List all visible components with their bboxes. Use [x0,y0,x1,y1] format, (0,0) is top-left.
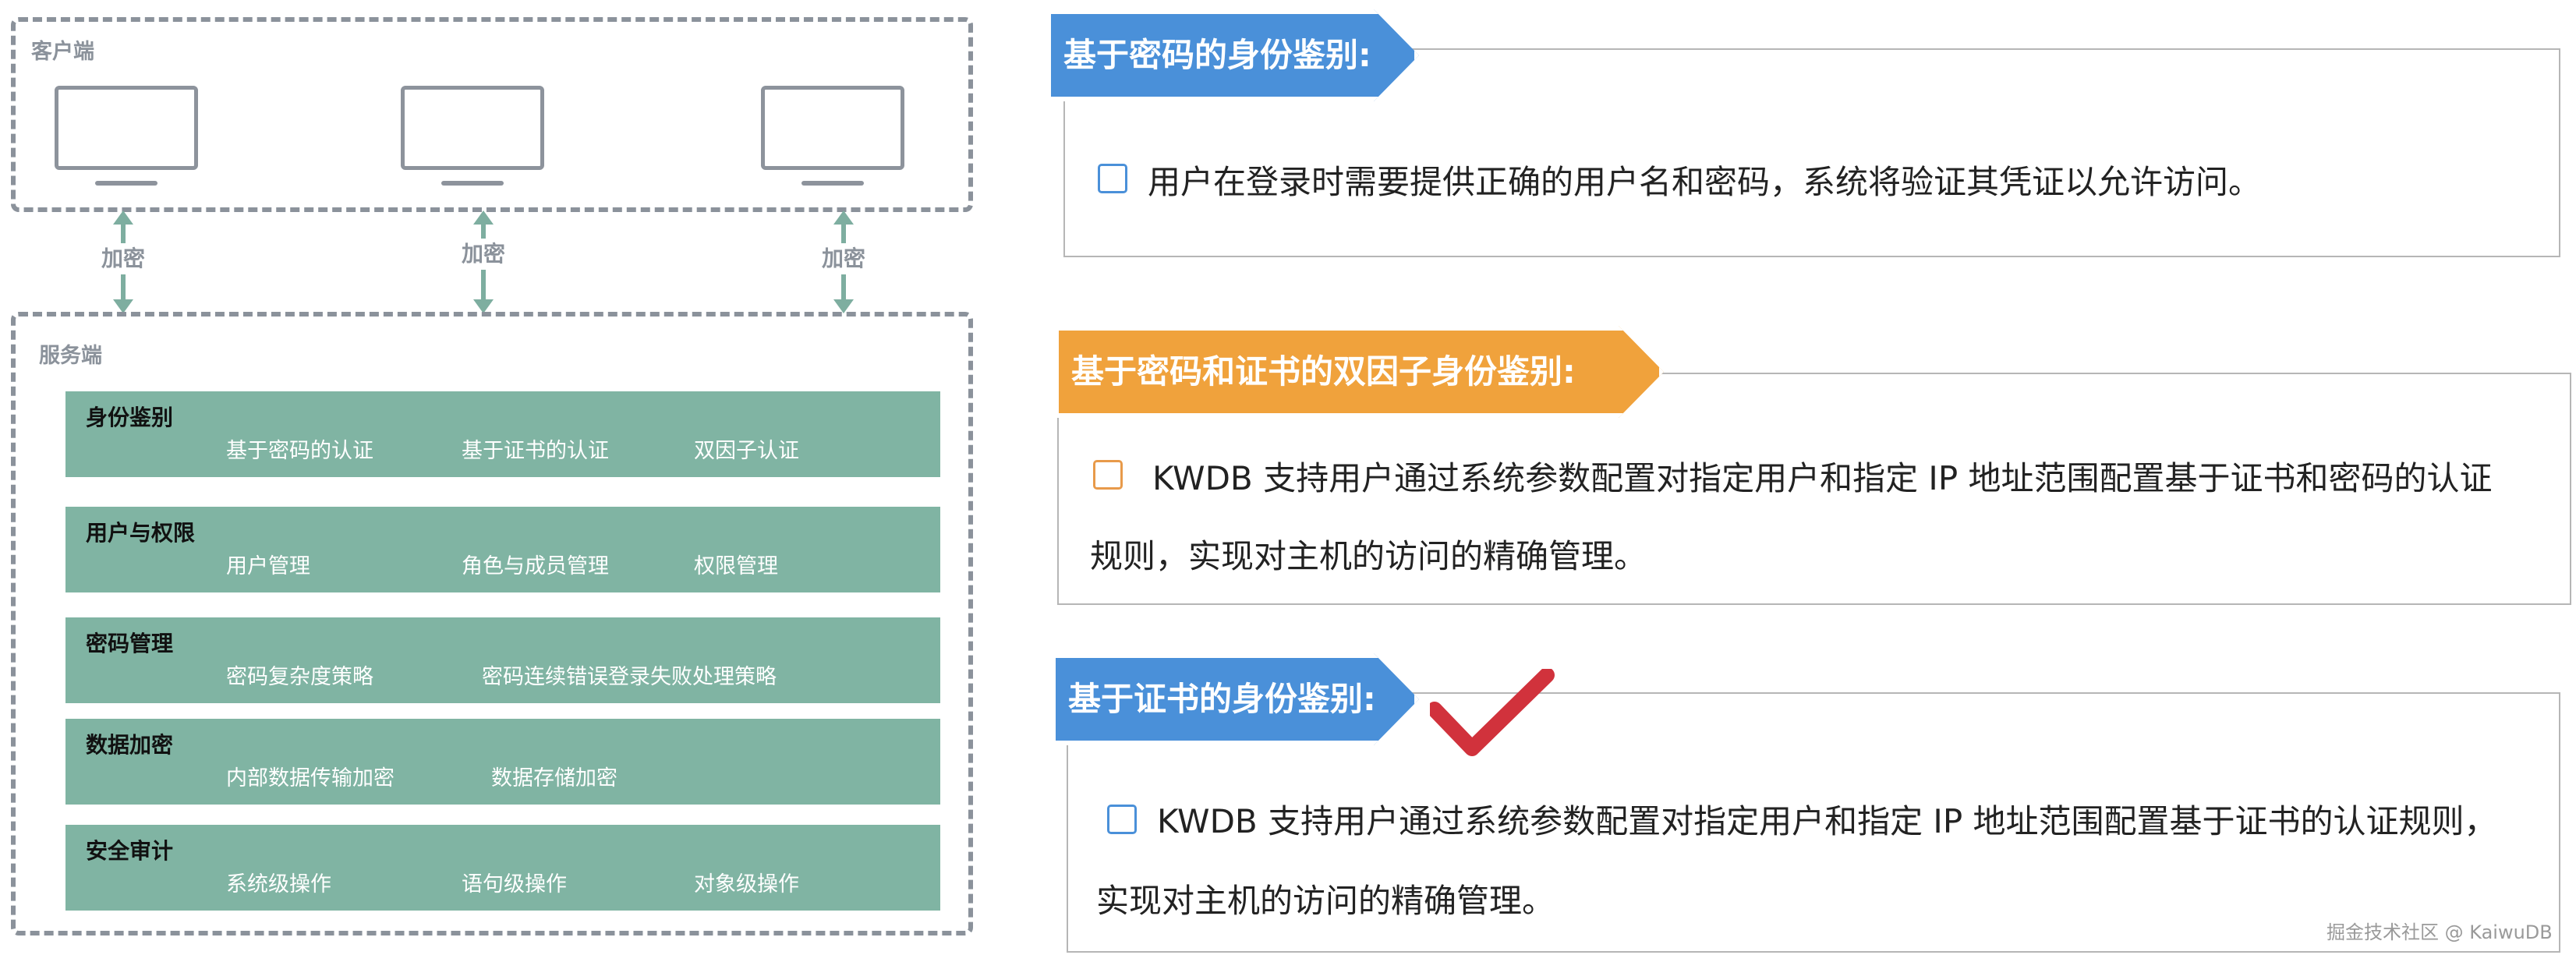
arrow-up-icon [833,210,854,225]
monitor-icon [761,86,904,186]
encryption-connector: 加密 [437,210,530,313]
module-title: 身份鉴别 [86,405,174,430]
module-user-permission: 用户与权限 用户管理 角色与成员管理 权限管理 [65,507,940,592]
arrow-down-icon [113,299,133,313]
module-item: 密码复杂度策略 [226,665,373,689]
connector-label: 加密 [76,243,170,274]
arrow-down-icon [833,299,854,313]
watermark: 掘金技术社区 @ KaiwuDB [2327,921,2553,943]
arrow-up-icon [473,210,494,225]
module-title: 用户与权限 [86,520,196,546]
module-item: 内部数据传输加密 [226,766,395,790]
client-zone: 客户端 [11,17,973,212]
module-item: 数据存储加密 [491,766,617,790]
module-item: 语句级操作 [462,872,567,897]
module-identity-auth: 身份鉴别 基于密码的认证 基于证书的认证 双因子认证 [65,391,940,477]
banner-password-auth: 基于密码的身份鉴别: [1046,9,1419,101]
module-security-audit: 安全审计 系统级操作 语句级操作 对象级操作 [65,825,940,911]
panel-text-line: 实现对主机的访问的精确管理。 [1096,882,1555,920]
module-item: 权限管理 [694,554,778,578]
panel-text-line: KWDB 支持用户通过系统参数配置对指定用户和指定 IP 地址范围配置基于证书和… [1152,459,2493,497]
module-title: 数据加密 [86,732,174,758]
arrow-down-icon [473,299,494,313]
banner-dual-factor-auth: 基于密码和证书的双因子身份鉴别: [1054,326,1664,418]
banner-title: 基于密码和证书的双因子身份鉴别: [1071,352,1576,391]
module-item: 用户管理 [226,554,310,578]
connector-label: 加密 [437,239,530,270]
module-item: 对象级操作 [694,872,799,897]
banner-cert-auth: 基于证书的身份鉴别: [1051,653,1419,745]
module-title: 密码管理 [86,631,174,656]
panel-text-line: KWDB 支持用户通过系统参数配置对指定用户和指定 IP 地址范围配置基于证书的… [1157,802,2497,840]
module-item: 双因子认证 [694,439,799,463]
banner-title: 基于密码的身份鉴别: [1063,36,1371,74]
module-item: 密码连续错误登录失败处理策略 [482,665,777,689]
client-zone-label: 客户端 [31,40,94,64]
arrow-up-icon [113,210,133,225]
checkbox-icon [1107,805,1137,834]
banner-title: 基于证书的身份鉴别: [1068,680,1376,718]
checkbox-icon [1093,460,1123,490]
module-item: 角色与成员管理 [462,554,609,578]
server-zone-label: 服务端 [39,344,102,368]
panel-text-line: 规则，实现对主机的访问的精确管理。 [1090,537,1647,575]
monitor-icon [401,86,544,186]
module-title: 安全审计 [86,838,174,864]
panel-text-line: 用户在登录时需要提供正确的用户名和密码，系统将验证其凭证以允许访问。 [1148,163,2262,201]
module-item: 基于密码的认证 [226,439,373,463]
connector-label: 加密 [797,243,890,274]
module-item: 基于证书的认证 [462,439,609,463]
module-item: 系统级操作 [226,872,331,897]
checkmark-icon [1430,669,1555,756]
encryption-connector: 加密 [76,210,170,313]
module-password-mgmt: 密码管理 密码复杂度策略 密码连续错误登录失败处理策略 [65,617,940,703]
encryption-connector: 加密 [797,210,890,313]
checkbox-icon [1098,164,1127,193]
module-data-encryption: 数据加密 内部数据传输加密 数据存储加密 [65,719,940,805]
monitor-icon [55,86,198,186]
server-zone: 服务端 身份鉴别 基于密码的认证 基于证书的认证 双因子认证 用户与权限 用户管… [11,312,973,935]
